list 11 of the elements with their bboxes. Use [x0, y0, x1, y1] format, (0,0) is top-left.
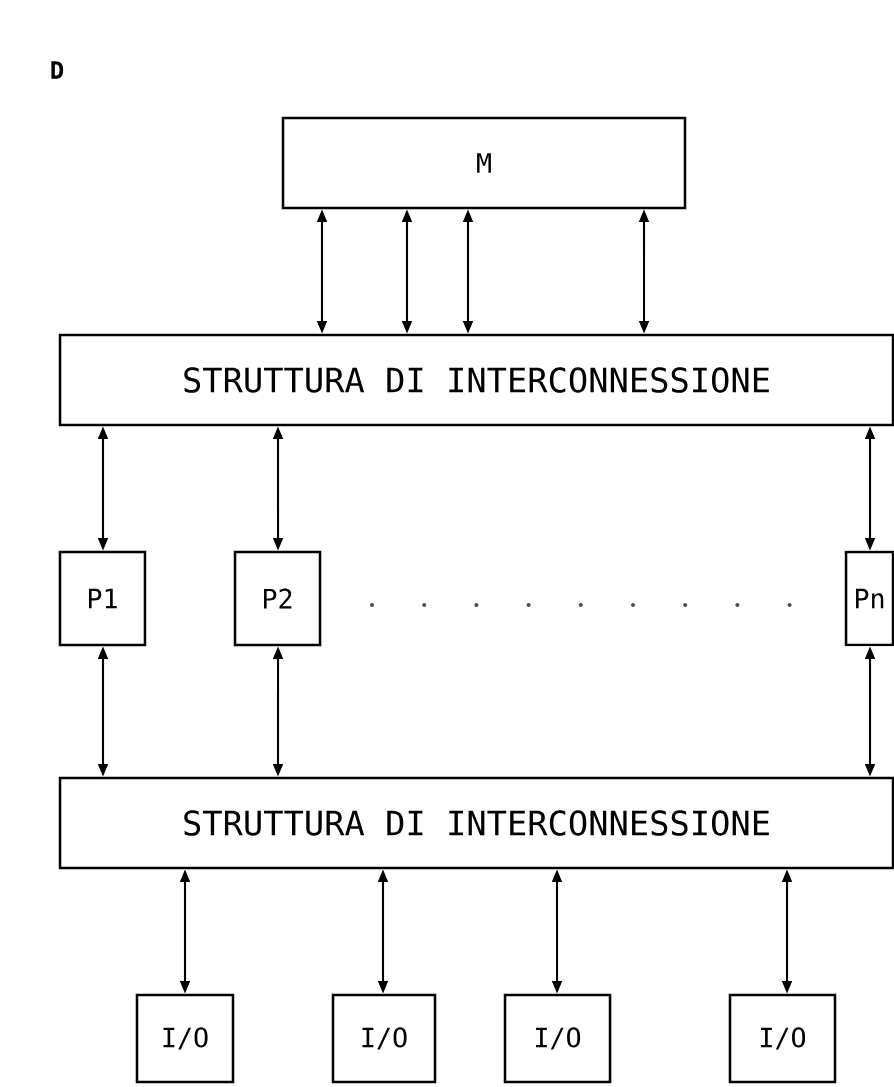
io-box: I/O: [728, 993, 837, 1084]
io-box: I/O: [331, 993, 437, 1084]
bus-box: STRUTTURA DI INTERCONNESSIONE: [58, 776, 894, 870]
io-box: I/O: [503, 993, 612, 1084]
io-box: I/O: [135, 993, 235, 1084]
panel-letter: D: [51, 61, 64, 79]
bus-box: STRUTTURA DI INTERCONNESSIONE: [58, 333, 894, 427]
memory-box: M: [281, 116, 687, 210]
processor-box: P2: [233, 550, 322, 647]
processor-box: P1: [58, 550, 147, 647]
processor-box: Pn: [844, 550, 894, 647]
